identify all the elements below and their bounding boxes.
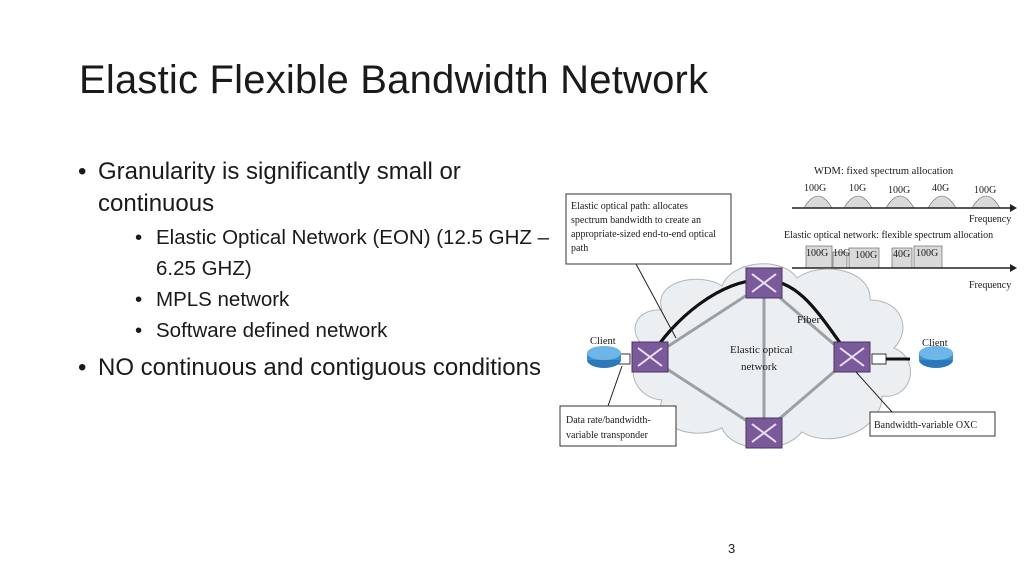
fiber-label: Fiber — [797, 314, 821, 326]
sub-bullet-eon: •Elastic Optical Network (EON) (12.5 GHZ… — [135, 226, 550, 280]
sub-bullet-eon-text: Elastic Optical Network (EON) (12.5 GHZ … — [156, 226, 550, 280]
wdm-ch5: 100G — [974, 185, 996, 196]
callout-transponder-line1: Data rate/bandwidth- — [566, 415, 651, 426]
callout-path-line2: spectrum bandwidth to create an — [571, 215, 701, 226]
callout-transponder — [559, 405, 677, 447]
sub-bullet-list: •Elastic Optical Network (EON) (12.5 GHZ… — [98, 222, 558, 346]
sub-bullet-mpls: •MPLS network — [135, 288, 290, 311]
page-number: 3 — [728, 541, 736, 556]
client-right-label: Client — [922, 338, 948, 349]
bullet-no-continuous-text: NO continuous and contiguous conditions — [98, 354, 541, 381]
eon-spectrum — [805, 245, 943, 269]
wdm-ch4: 40G — [932, 183, 949, 194]
oxc-node-left — [631, 341, 669, 373]
client-router-left-icon — [587, 346, 621, 368]
wdm-ch1: 100G — [804, 183, 826, 194]
client-left-label: Client — [590, 336, 616, 347]
network-label-line2: network — [741, 361, 778, 373]
bullet-list: Granularity is significantly small or co… — [78, 156, 558, 384]
transponder-right — [871, 353, 887, 365]
callout-path-pointer — [635, 263, 677, 339]
oxc-node-bottom — [745, 417, 783, 449]
wdm-ch3: 100G — [888, 185, 910, 196]
eon-axis-arrow — [1010, 264, 1017, 272]
oxc-node-right — [833, 341, 871, 373]
client-router-right-icon — [919, 346, 953, 368]
callout-path-line3: appropriate-sized end-to-end optical — [571, 229, 716, 240]
eon-ch1: 100G — [806, 248, 828, 259]
callout-oxc — [869, 411, 996, 437]
eon-ch4: 40G — [893, 249, 910, 260]
eon-ch3: 100G — [855, 250, 877, 261]
callout-elastic-path — [565, 193, 732, 265]
eon-ch5: 100G — [916, 248, 938, 259]
callout-path-line1: Elastic optical path: allocates — [571, 201, 688, 212]
wdm-title: WDM: fixed spectrum allocation — [814, 166, 954, 177]
sub-bullet-sdn: •Software defined network — [135, 319, 388, 342]
oxc-node-top — [745, 267, 783, 299]
frequency-label-1: Frequency — [969, 214, 1011, 225]
bullet-no-continuous: NO continuous and contiguous conditions — [78, 352, 558, 384]
network-label-line1: Elastic optical — [730, 344, 793, 356]
eon-ch2: 10G — [833, 248, 850, 259]
callout-path-line4: path — [571, 243, 588, 254]
elastic-network-diagram: WDM: fixed spectrum allocation 100G 10G … — [559, 166, 1017, 449]
callout-oxc-pointer — [855, 371, 893, 413]
frequency-label-2: Frequency — [969, 280, 1011, 291]
callout-transponder-pointer — [607, 365, 623, 407]
sub-bullet-mpls-text: MPLS network — [156, 288, 290, 311]
bullet-granularity-text: Granularity is significantly small or co… — [98, 158, 461, 217]
wdm-spectrum — [803, 195, 1001, 209]
slide-title: Elastic Flexible Bandwidth Network — [79, 58, 709, 102]
bullet-granularity: Granularity is significantly small or co… — [78, 156, 558, 346]
callout-transponder-line2: variable transponder — [566, 430, 649, 441]
eon-title: Elastic optical network: flexible spectr… — [784, 230, 993, 241]
callout-oxc-text: Bandwidth-variable OXC — [874, 420, 977, 431]
wdm-axis-arrow — [1010, 204, 1017, 212]
sub-bullet-sdn-text: Software defined network — [156, 319, 388, 342]
network-cloud — [632, 263, 911, 449]
wdm-ch2: 10G — [849, 183, 866, 194]
